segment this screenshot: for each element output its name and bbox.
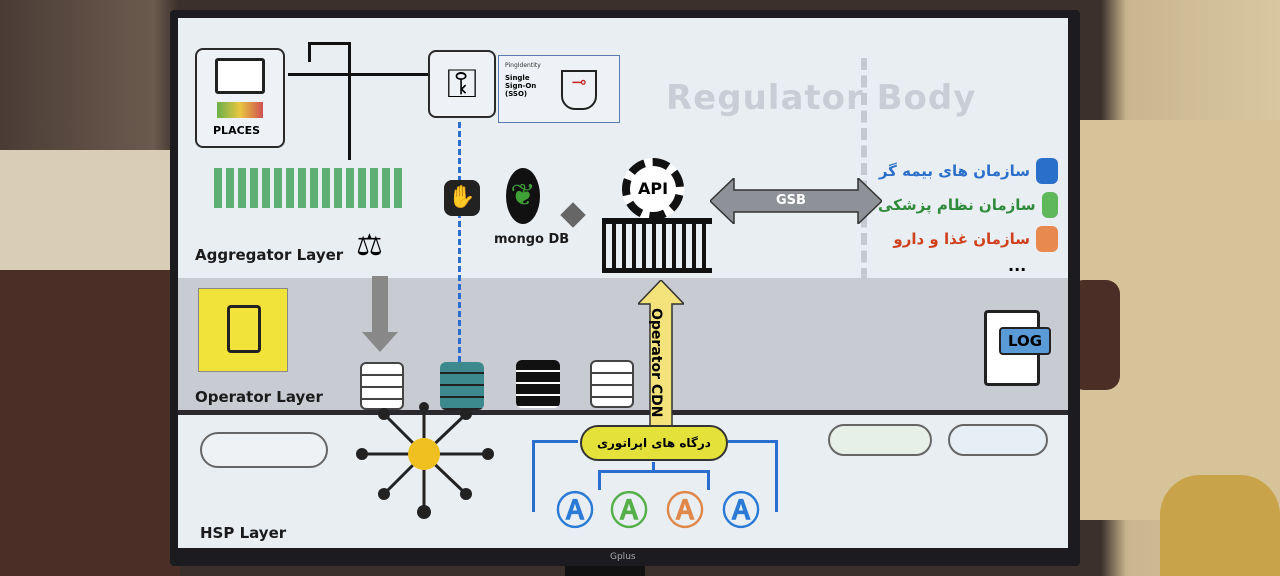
down-arrow <box>348 42 351 160</box>
org-item: سازمان های بیمه گر <box>878 154 1058 188</box>
connector-line <box>598 470 710 490</box>
database-icon <box>1036 226 1058 252</box>
places-key-arrow <box>288 73 428 76</box>
aggregator-layer-label: Aggregator Layer <box>195 246 344 264</box>
connector-line <box>532 440 578 512</box>
database-icon <box>440 362 484 410</box>
connector-line <box>652 462 655 472</box>
hsp-layer-label: HSP Layer <box>200 524 287 542</box>
mongodb-label: mongo DB <box>494 232 570 247</box>
sso-door-icon: ⊸ <box>561 70 597 110</box>
paper-cup <box>1160 475 1280 576</box>
certificate-icon <box>227 305 261 353</box>
org-food-drug-label: سازمان غذا و دارو <box>893 230 1030 248</box>
org-medical-label: سازمان نظام پزشکی <box>878 196 1036 214</box>
chair-left <box>0 270 180 576</box>
org-item: سازمان نظام پزشکی <box>878 188 1058 222</box>
places-label: PLACES <box>213 124 261 137</box>
app-store-icon: Ⓐ <box>722 489 761 533</box>
connector-line <box>308 42 350 45</box>
key-icon: ⚿ <box>428 50 496 118</box>
gsb-double-arrow <box>710 178 882 224</box>
operator-gateways-pill: درگاه های اپراتوری <box>580 425 728 461</box>
monitor-brand: Gplus <box>610 552 636 562</box>
database-icon <box>590 360 634 408</box>
sso-label: Single Sign-On (SSO) <box>505 74 537 98</box>
hsp-pill <box>828 424 932 456</box>
log-label: LOG <box>999 327 1051 355</box>
id-card-icon <box>215 58 265 94</box>
database-icon <box>1036 158 1058 184</box>
mongodb-leaf-icon: ❦ <box>506 168 540 224</box>
app-store-icon: Ⓐ <box>666 489 705 533</box>
log-file-icon: LOG <box>984 310 1051 386</box>
api-gear-icon: API <box>622 158 684 220</box>
places-logo-icon <box>217 102 263 118</box>
balance-scale-icon: ⚖ <box>356 228 383 263</box>
hsp-pill <box>948 424 1048 456</box>
gsb-label: GSB <box>776 193 806 208</box>
org-insurance-label: سازمان های بیمه گر <box>878 162 1030 180</box>
database-icon <box>1041 192 1058 218</box>
regulator-organizations: سازمان های بیمه گر سازمان نظام پزشکی ساز… <box>878 154 1058 275</box>
database-icon <box>516 360 560 408</box>
org-more: ... <box>1008 256 1027 275</box>
desk-left <box>0 150 180 270</box>
hand-stop-icon: ✋ <box>444 180 480 216</box>
operator-cdn-arrow <box>638 280 684 428</box>
api-label: API <box>637 179 669 198</box>
connector-line <box>728 440 778 512</box>
regulator-body-title: Regulator Body <box>666 78 977 118</box>
certificate-box <box>198 288 288 372</box>
sso-db-dashed-arrow <box>458 122 461 362</box>
network-hub-icon <box>356 402 494 519</box>
diagram-screen: Regulator Body PLACES ⚿ PingIdentity Sin… <box>178 18 1068 548</box>
places-box: PLACES <box>195 48 285 148</box>
hsp-pill <box>200 432 328 468</box>
connector-diamond <box>560 202 586 228</box>
app-store-icon: Ⓐ <box>556 489 595 533</box>
operator-layer-label: Operator Layer <box>195 388 323 406</box>
ping-identity-logo: PingIdentity <box>505 62 541 69</box>
monitor-stand <box>565 566 645 576</box>
layer-divider <box>178 410 1068 415</box>
regulator-divider <box>861 58 867 280</box>
api-gate-icon <box>602 218 712 273</box>
operator-cdn-label: Operator CDN <box>648 308 664 418</box>
aggregator-data-flow-icons <box>214 168 404 208</box>
app-store-icon: Ⓐ <box>610 489 649 533</box>
database-icon <box>360 362 404 410</box>
connector-line <box>308 42 311 62</box>
sso-box: PingIdentity Single Sign-On (SSO) ⊸ <box>498 55 620 123</box>
arrow-head <box>362 332 398 352</box>
scale-db-arrow <box>372 276 388 334</box>
org-item: سازمان غذا و دارو <box>878 222 1058 256</box>
